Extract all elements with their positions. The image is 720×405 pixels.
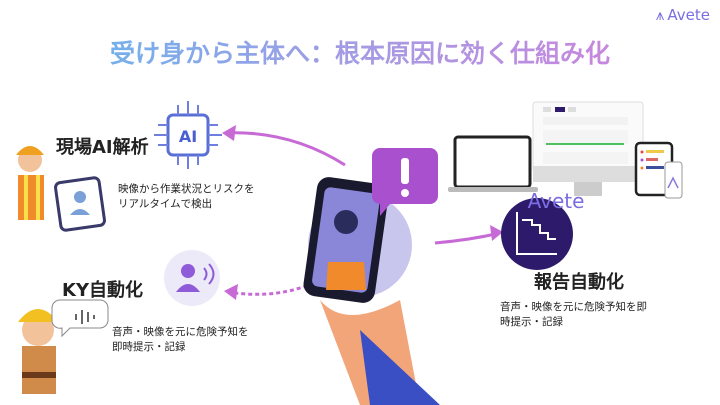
arrow-head-ai bbox=[222, 125, 236, 141]
worker-tablet-illustration bbox=[16, 146, 106, 232]
laptop-icon bbox=[453, 135, 532, 189]
feature-desc-report: 音声・映像を元に危険予知を即 時提示・記録 bbox=[500, 301, 647, 328]
arrow-to-ai bbox=[224, 131, 346, 167]
worker-ky-illustration bbox=[18, 299, 109, 394]
arrow-to-report bbox=[434, 231, 501, 245]
voice-user-icon bbox=[164, 250, 220, 306]
page-title: 受け身から主体へ：根本原因に効く仕組み化 bbox=[0, 34, 720, 70]
feature-label-ai: 現場AI解析 bbox=[56, 137, 149, 158]
feature-desc-ky: 音声・映像を元に危険予知を 即時提示・記録 bbox=[112, 326, 249, 353]
brand-logo: ⩚ Avete bbox=[655, 6, 710, 24]
arrow-head-report bbox=[490, 225, 503, 241]
chip-text: AI bbox=[179, 127, 197, 146]
laptop-brand: Avete bbox=[528, 189, 585, 213]
avete-logo-icon: ⩚ bbox=[655, 6, 665, 24]
arrow-head-ky bbox=[224, 284, 238, 300]
feature-label-report: 報告自動化 bbox=[534, 272, 624, 293]
gantt-chart-icon bbox=[501, 198, 573, 270]
feature-desc-ai: 映像から作業状況とリスクを リアルタイムで検出 bbox=[118, 183, 255, 210]
feature-label-ky: KY自動化 bbox=[62, 280, 143, 301]
ai-chip-icon bbox=[154, 101, 222, 169]
